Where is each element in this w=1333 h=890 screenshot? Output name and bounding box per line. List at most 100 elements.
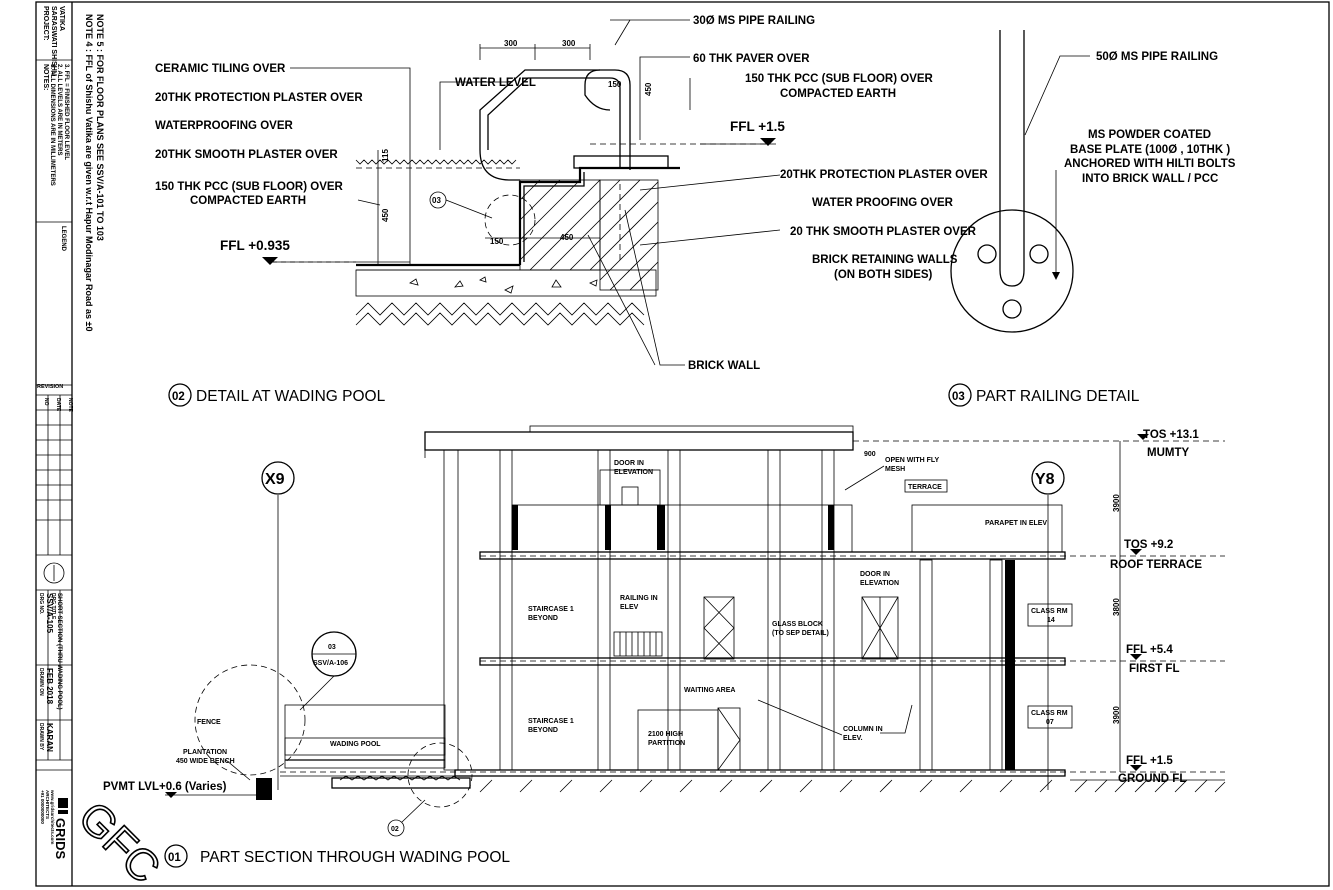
dim-300-b: 300 xyxy=(562,39,576,48)
drg-title: SHORT SECTION (THRU WADING POOL) xyxy=(56,593,62,710)
title-02-bubble xyxy=(168,383,192,407)
bolt-left xyxy=(977,244,997,264)
label-paver: 60 THK PAVER OVER xyxy=(693,53,810,65)
label-terrace: TERRACE xyxy=(908,484,942,491)
level-mumty: MUMTY xyxy=(1147,447,1189,459)
label-plantation-1: PLANTATION xyxy=(183,749,227,756)
label-column-2: ELEV. xyxy=(843,735,863,742)
callout-02-circle xyxy=(407,742,473,808)
class-rm-14-box xyxy=(1027,603,1073,627)
label-smooth-right: 20 THK SMOOTH PLASTER OVER xyxy=(790,226,977,238)
door-mid xyxy=(703,596,735,660)
railing-pipe-50 xyxy=(999,30,1025,287)
label-class14-2: 14 xyxy=(1047,617,1055,624)
dim-450-a: 450 xyxy=(644,82,653,96)
note-line-1: 1. ALL DIMENSIONS ARE IN MILLIMETERS xyxy=(49,64,55,186)
title-03-bubble xyxy=(948,383,972,407)
label-brick-wall: BRICK WALL xyxy=(688,360,760,372)
dim-3900-bottom: 3900 xyxy=(1112,706,1121,724)
rev-col-note: NOTE xyxy=(67,398,73,413)
label-glass-block-1: GLASS BLOCK xyxy=(772,621,823,628)
label-railing-elev-1: RAILING IN xyxy=(620,595,658,602)
label-staircase-2a: STAIRCASE 1 xyxy=(528,718,574,725)
bolt-right xyxy=(1029,244,1049,264)
project-heading: PROJECT: xyxy=(42,6,49,41)
ffl-right-marker xyxy=(760,138,776,146)
label-pcc-left-1: 150 THK PCC (SUB FLOOR) OVER xyxy=(155,181,344,193)
grid-bubble-y8 xyxy=(1031,461,1065,495)
label-partition-1: 2100 HIGH xyxy=(648,731,683,738)
dim-top: 300 300 150 450 115 450 150 450 xyxy=(377,39,653,265)
label-railing-50: 50Ø MS PIPE RAILING xyxy=(1096,51,1218,63)
note-4: NOTE 4 : FFL of Shishu Vatika are given … xyxy=(84,14,94,332)
label-class14-1: CLASS RM xyxy=(1031,608,1068,615)
level-first-fl: FIRST FL xyxy=(1129,663,1179,675)
paver xyxy=(573,155,669,169)
dim-3800: 3800 xyxy=(1112,598,1121,616)
dim-900: 900 xyxy=(864,451,876,458)
label-ffl-right: FFL +1.5 xyxy=(730,119,785,134)
level-ffl-5: FFL +5.4 xyxy=(1126,644,1173,656)
label-door-mid-2: ELEVATION xyxy=(860,580,899,587)
dim-150: 150 xyxy=(608,80,622,89)
title-02-number: 02 xyxy=(172,391,185,403)
label-staircase-1a: STAIRCASE 1 xyxy=(528,606,574,613)
label-door-top-2: ELEVATION xyxy=(614,469,653,476)
label-pcc-right-1: 150 THK PCC (SUB FLOOR) OVER xyxy=(745,73,934,85)
note-5: NOTE 5 : FOR FLOOR PLANS SEE SSV/A-101 T… xyxy=(95,14,105,241)
callout-03: 03 xyxy=(432,196,441,205)
label-plate-4: INTO BRICK WALL / PCC xyxy=(1082,173,1218,185)
revision-label: REVISION xyxy=(37,384,63,390)
callout-02-bubble xyxy=(387,819,405,837)
detail-02: 300 300 150 450 115 450 150 450 03 xyxy=(155,15,988,407)
level-markers: TOS +13.1 MUMTY TOS +9.2 ROOF TERRACE FF… xyxy=(864,429,1202,785)
title-01-bubble xyxy=(164,844,188,868)
rev-col-no: NO xyxy=(43,398,49,406)
label-protection-right: 20THK PROTECTION PLASTER OVER xyxy=(780,169,988,181)
title-01: PART SECTION THROUGH WADING POOL xyxy=(200,849,510,866)
note-line-3: 3. FFL = FINISHED FLOOR LEVEL xyxy=(63,64,69,160)
detail-03: 50Ø MS PIPE RAILING MS POWDER COATED BAS… xyxy=(948,30,1236,407)
project-line-1: SARASWATI SHISHU xyxy=(50,6,57,76)
section-01: X9 Y8 xyxy=(103,425,1226,868)
label-pcc-right-2: COMPACTED EARTH xyxy=(780,88,896,100)
label-waterproofing: WATERPROOFING OVER xyxy=(155,120,293,132)
level-tos-13: TOS +13.1 xyxy=(1143,429,1199,441)
base-plate xyxy=(950,209,1074,333)
label-staircase-1b: BEYOND xyxy=(528,615,558,622)
label-parapet: PARAPET IN ELEV xyxy=(985,520,1047,527)
north-arrow-icon xyxy=(43,562,65,584)
railing-elev xyxy=(613,631,663,657)
pcc-layer xyxy=(355,269,657,297)
firm-logo: GRIDS ARCHITECTS +91 0000000000 www.grid… xyxy=(40,789,68,860)
ref-bubble-sheet: SSV/A-106 xyxy=(313,660,348,667)
brick-hatch xyxy=(519,179,601,271)
firm-name: GRIDS xyxy=(53,818,68,860)
earth-hatch xyxy=(355,302,645,326)
label-water-level: WATER LEVEL xyxy=(455,77,536,89)
level-ground-fl: GROUND FL xyxy=(1118,773,1186,785)
pool-wall xyxy=(519,179,601,271)
dim-115: 115 xyxy=(381,149,390,162)
label-mesh-1: OPEN WITH FLY xyxy=(885,457,940,464)
rev-col-date: DATE xyxy=(55,398,61,412)
label-wading: WADING POOL xyxy=(330,741,381,748)
drawn-on: FEB 2018 xyxy=(45,668,54,705)
project-line-2: VATIKA xyxy=(58,6,65,31)
drg-no: SSV/A-105 xyxy=(45,593,54,634)
sheet-border xyxy=(35,1,1330,887)
title-01-number: 01 xyxy=(168,852,181,864)
label-railing-elev-2: ELEV xyxy=(620,604,639,611)
note-line-2: 2. ALL LEVELS ARE IN METERS xyxy=(56,64,62,155)
label-plate-3: ANCHORED WITH HILTI BOLTS xyxy=(1064,158,1236,170)
columns xyxy=(443,449,1015,771)
ground-floor-slab xyxy=(454,769,1066,777)
drg-no-label: DRG NO. xyxy=(38,593,44,615)
grid-x9: X9 xyxy=(265,471,285,488)
label-retaining-1: BRICK RETAINING WALLS xyxy=(812,254,958,266)
wading-pool xyxy=(284,704,446,756)
title-03-number: 03 xyxy=(952,391,965,403)
title-03: PART RAILING DETAIL xyxy=(976,388,1140,405)
label-class07-1: CLASS RM xyxy=(1031,710,1068,717)
title-02: DETAIL AT WADING POOL xyxy=(196,388,386,405)
